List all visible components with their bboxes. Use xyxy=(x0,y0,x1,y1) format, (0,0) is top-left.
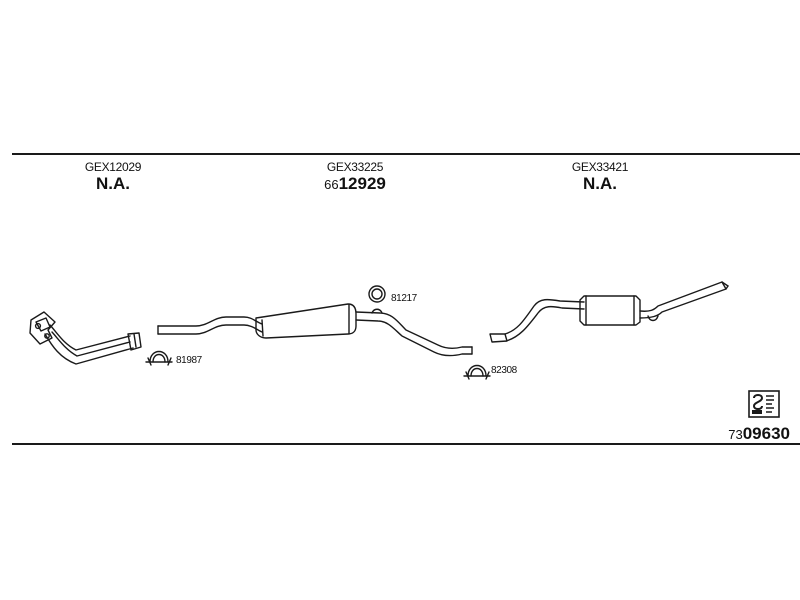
manifold-pipe-icon xyxy=(29,311,142,365)
diagram-reference-number: 7309630 xyxy=(728,424,790,444)
ring-gasket-icon xyxy=(368,285,386,303)
middle-silencer-icon xyxy=(255,303,473,357)
part-status: N.A. xyxy=(583,174,617,193)
diagram-logo-icon xyxy=(748,390,780,418)
top-divider xyxy=(12,153,800,155)
bottom-divider xyxy=(12,443,800,445)
front-pipe-icon xyxy=(157,316,263,335)
part-code: GEX33225 xyxy=(326,160,384,174)
column-rear-silencer: GEX33421 N.A. xyxy=(525,160,675,194)
reference-main: 09630 xyxy=(742,424,790,443)
column-front-pipe: GEX12029 N.A. xyxy=(38,160,188,194)
part-number-prefix: 66 xyxy=(324,177,339,192)
part-code: GEX12029 xyxy=(84,160,142,174)
clamp-label: 81987 xyxy=(176,355,202,366)
part-status: N.A. xyxy=(96,174,130,193)
column-middle-silencer: GEX33225 6612929 xyxy=(280,160,430,195)
clamp-icon xyxy=(463,364,491,380)
ring-label: 81217 xyxy=(391,293,417,304)
rear-silencer-icon xyxy=(489,281,729,343)
part-number-main: 12929 xyxy=(338,174,386,193)
clamp-label: 82308 xyxy=(491,365,517,376)
reference-prefix: 73 xyxy=(728,427,743,442)
clamp-icon xyxy=(145,350,173,366)
part-number: 6612929 xyxy=(280,174,430,195)
part-code: GEX33421 xyxy=(571,160,629,174)
